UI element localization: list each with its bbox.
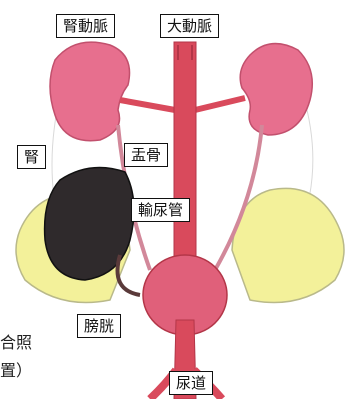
label-ureter: 輸尿管: [131, 198, 190, 222]
right-renal-vessel: [195, 98, 245, 110]
clipped-text-line2: 置）: [0, 357, 32, 381]
label-urethra: 尿道: [169, 371, 213, 395]
label-kidney: 腎: [17, 145, 46, 169]
right-kidney-shape: [240, 44, 312, 135]
label-bladder: 膀胱: [77, 314, 121, 338]
clipped-text-line1: 合照: [0, 329, 32, 353]
right-hip-shape: [232, 188, 344, 302]
label-renal-pelvis: 盂骨: [124, 143, 168, 167]
label-renal-artery: 腎動脈: [56, 14, 115, 38]
left-renal-vessel: [120, 100, 175, 110]
label-aorta: 大動脈: [160, 14, 219, 38]
